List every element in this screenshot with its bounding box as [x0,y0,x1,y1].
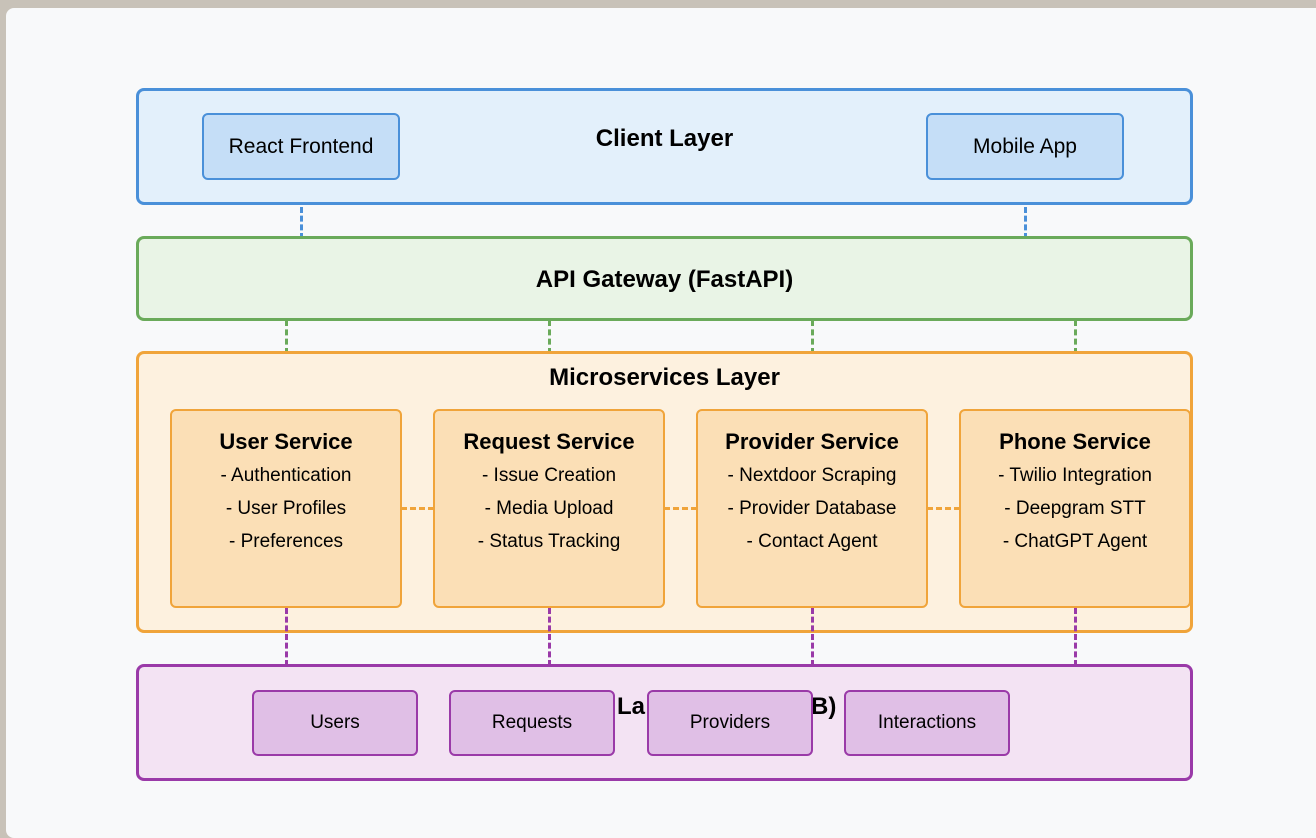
connector-request-provider [664,507,697,510]
react-frontend-box: React Frontend [202,113,400,180]
user-service-feature: - User Profiles [225,498,347,519]
connector-request-data [548,608,551,666]
provider-service-feature: - Provider Database [727,498,897,519]
collection-users: Users [252,690,418,756]
collection-interactions: Interactions [844,690,1010,756]
mobile-app-label: Mobile App [973,134,1077,158]
api-gateway-layer: API Gateway (FastAPI) [136,236,1193,321]
collection-label: Requests [491,712,573,733]
phone-service-feature: - Deepgram STT [1004,498,1146,519]
client-layer-title: Client Layer [595,125,734,152]
phone-service-box: Phone Service - Twilio Integration - Dee… [959,409,1191,608]
data-layer-title-fragment: B) [811,693,837,720]
provider-service-box: Provider Service - Nextdoor Scraping - P… [696,409,928,608]
connector-phone-data [1074,608,1077,666]
collection-label: Users [310,712,360,733]
collection-label: Interactions [877,712,977,733]
collection-label: Providers [689,712,771,733]
user-service-box: User Service - Authentication - User Pro… [170,409,402,608]
data-layer-title-fragment: La [617,693,646,720]
user-service-feature: - Preferences [228,531,344,552]
collection-requests: Requests [449,690,615,756]
request-service-title: Request Service [463,429,635,454]
connector-user-data [285,608,288,666]
microservices-title: Microservices Layer [549,364,780,391]
provider-service-feature: - Nextdoor Scraping [727,465,897,486]
user-service-title: User Service [219,429,353,454]
api-gateway-title: API Gateway (FastAPI) [535,266,794,293]
connector-provider-phone [927,507,960,510]
provider-service-title: Provider Service [725,429,899,454]
request-service-feature: - Issue Creation [481,465,617,486]
provider-service-feature: - Contact Agent [746,531,878,552]
connector-react-gateway [300,181,303,239]
request-service-box: Request Service - Issue Creation - Media… [433,409,665,608]
phone-service-feature: - Twilio Integration [998,465,1152,486]
user-service-feature: - Authentication [220,465,352,486]
mobile-app-box: Mobile App [926,113,1124,180]
connector-mobile-gateway [1024,181,1027,239]
diagram-canvas: Client Layer React Frontend Mobile App A… [6,8,1316,838]
react-frontend-label: React Frontend [228,134,374,158]
request-service-feature: - Status Tracking [477,531,621,552]
connector-user-request [401,507,434,510]
request-service-feature: - Media Upload [484,498,614,519]
collection-providers: Providers [647,690,813,756]
connector-provider-data [811,608,814,666]
phone-service-feature: - ChatGPT Agent [1002,531,1148,552]
phone-service-title: Phone Service [999,429,1151,454]
